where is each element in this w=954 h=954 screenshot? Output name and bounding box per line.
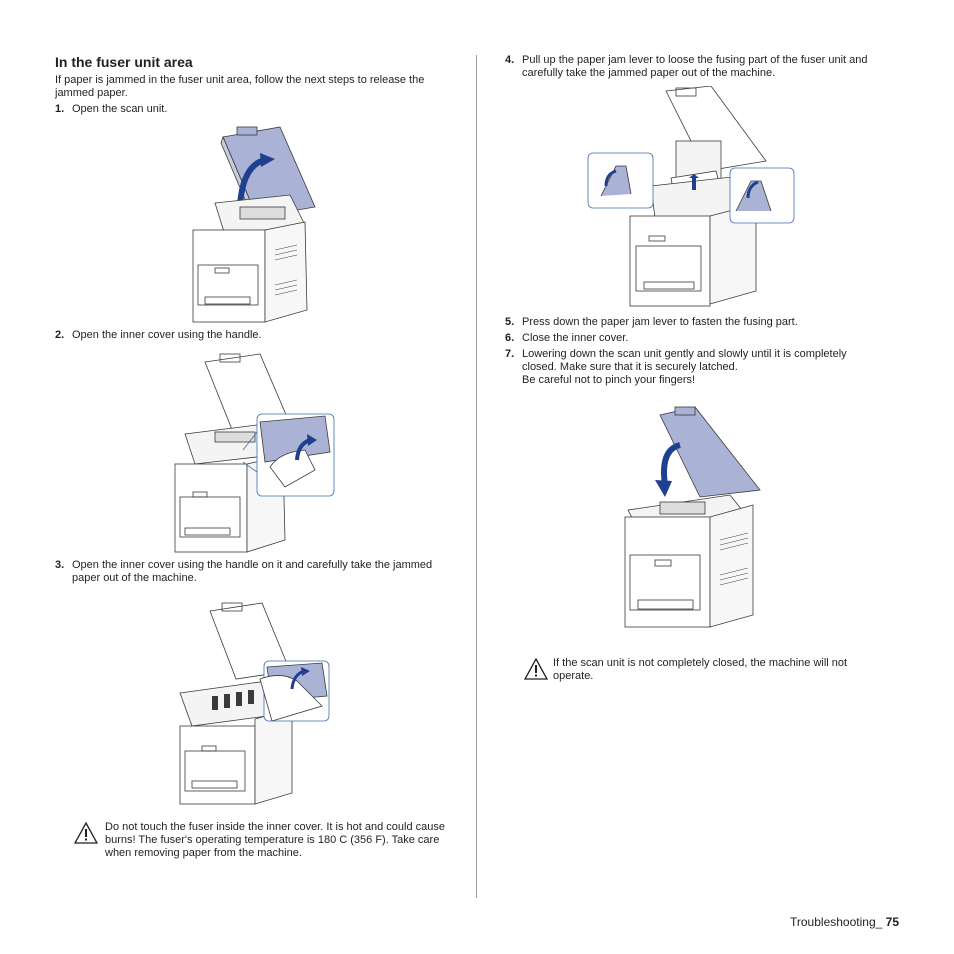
step-text: Open the scan unit. (72, 103, 168, 115)
page-footer: Troubleshooting_ 75 (790, 915, 899, 929)
step-number: 6. (505, 332, 515, 344)
step-number: 7. (505, 348, 515, 360)
step-number: 3. (55, 559, 65, 571)
step-text: Close the inner cover. (522, 332, 629, 344)
figure-close-scan-unit (620, 405, 765, 633)
step-text: Open the inner cover using the handle. (72, 329, 262, 341)
step-text: Open the inner cover using the handle on… (72, 559, 433, 584)
caution-text: If the scan unit is not completely close… (553, 657, 848, 682)
figure-paper-jam-lever (586, 86, 798, 308)
step-number: 2. (55, 329, 65, 341)
step-text: Pull up the paper jam lever to loose the… (522, 54, 868, 79)
caution-text: Do not touch the fuser inside the inner … (105, 821, 445, 859)
warning-triangle-icon (73, 821, 99, 849)
warning-triangle-icon (523, 657, 549, 685)
footer-chapter: Troubleshooting_ (790, 915, 883, 929)
step-note: Be careful not to pinch your fingers! (522, 374, 696, 386)
step-number: 4. (505, 54, 515, 66)
figure-open-scan-unit (185, 125, 325, 330)
column-divider (476, 55, 477, 898)
section-intro: If paper is jammed in the fuser unit are… (55, 74, 425, 99)
step-number: 1. (55, 103, 65, 115)
section-title: In the fuser unit area (55, 54, 193, 70)
figure-inner-cover-handle (165, 352, 337, 557)
page-number: 75 (885, 915, 899, 929)
step-text: Lowering down the scan unit gently and s… (522, 348, 847, 373)
step-text: Press down the paper jam lever to fasten… (522, 316, 798, 328)
step-number: 5. (505, 316, 515, 328)
figure-remove-paper (172, 601, 332, 806)
